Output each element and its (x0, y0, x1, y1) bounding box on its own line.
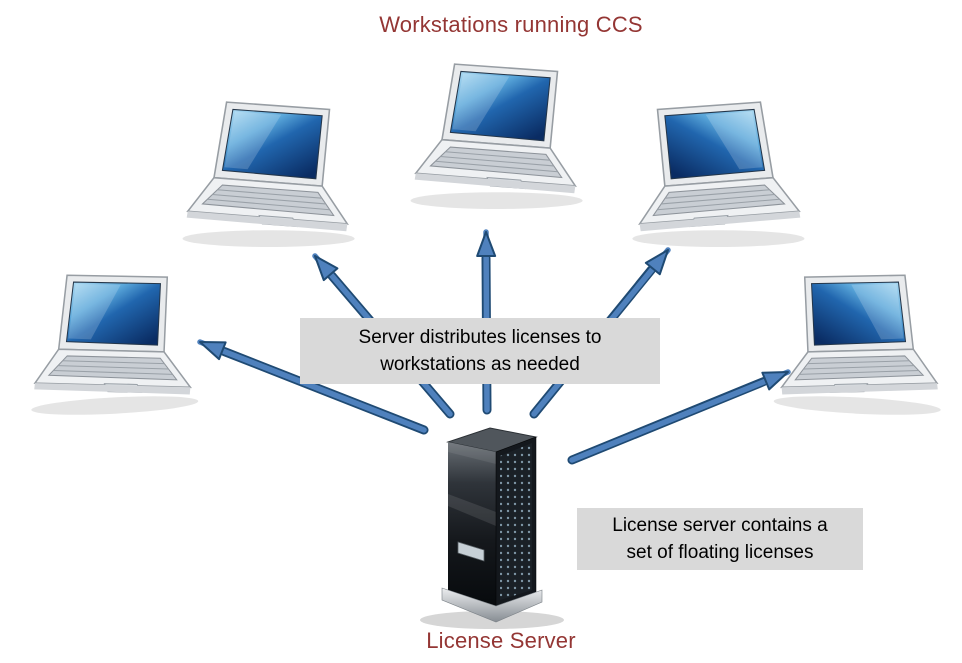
laptop-icon (23, 267, 200, 419)
arrow-icon (567, 369, 791, 465)
server-label: License Server (426, 628, 576, 653)
server-tower-icon (419, 427, 565, 630)
laptop-icon (772, 267, 949, 419)
arrow-icon (197, 339, 429, 435)
laptop-icon (181, 101, 356, 248)
callout-distributes: Server distributes licenses to workstati… (300, 318, 660, 384)
laptop-icon (409, 63, 584, 210)
callout-floating-licenses-text: License server contains a set of floatin… (612, 515, 828, 563)
diagram-title: Workstations running CCS (379, 12, 643, 37)
callout-distributes-text: Server distributes licenses to workstati… (358, 327, 602, 375)
callout-floating-licenses: License server contains a set of floatin… (577, 508, 863, 570)
laptop-icon (631, 101, 806, 248)
